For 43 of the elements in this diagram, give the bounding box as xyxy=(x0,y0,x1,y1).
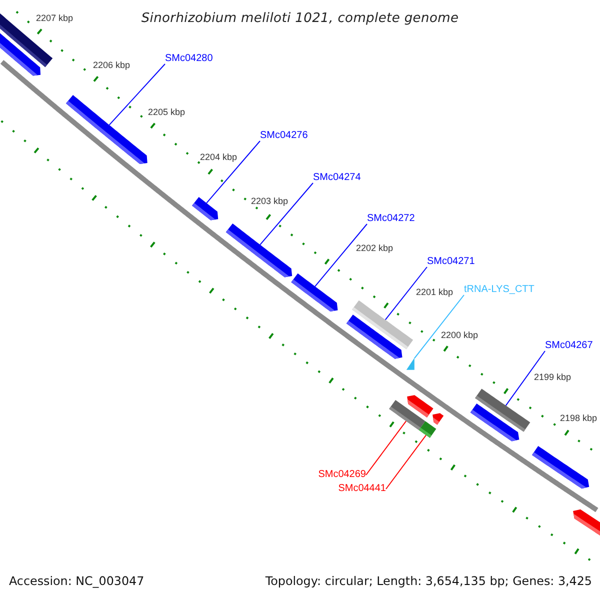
gene-block xyxy=(532,446,590,489)
leader-line xyxy=(386,434,427,490)
gene-block xyxy=(226,223,292,278)
scale-label: 2204 kbp xyxy=(200,152,238,162)
scale-label: 2203 kbp xyxy=(251,196,288,206)
gene-bar xyxy=(418,421,436,438)
gene-label: SMc04272 xyxy=(367,214,415,224)
leader-line xyxy=(206,140,260,204)
gene-label: SMc04269 xyxy=(318,470,366,480)
scale-label: 2198 kbp xyxy=(560,414,598,422)
scale-label: 2201 kbp xyxy=(416,288,454,296)
leader-line xyxy=(108,64,166,126)
leader-line xyxy=(414,294,464,359)
title: Sinorhizobium meliloti 1021, complete genome xyxy=(141,12,459,24)
gene-label: SMc04441 xyxy=(338,484,386,494)
gene-label: SMc04271 xyxy=(427,257,475,267)
gene-block xyxy=(192,197,218,220)
gene-block xyxy=(291,273,338,312)
leader-line xyxy=(260,182,314,246)
gene-label: tRNA-LYS_CTT xyxy=(464,285,534,295)
scale-label: 2207 kbp xyxy=(36,14,74,22)
leader-line xyxy=(384,266,428,320)
gene-label: SMc04280 xyxy=(165,54,213,64)
trna-marker xyxy=(406,358,414,370)
scale-label: 2206 kbp xyxy=(93,60,130,70)
gene-label: SMc04274 xyxy=(313,173,361,183)
gene-label: SMc04267 xyxy=(545,341,593,351)
scale-label: 2202 kbp xyxy=(356,244,394,252)
leader-line xyxy=(314,224,368,287)
gene-bar xyxy=(389,400,426,430)
gene-block xyxy=(66,94,148,164)
footer-text: Accession: NC_003047 xyxy=(9,576,144,588)
gene-block xyxy=(573,509,600,536)
leader-line xyxy=(366,420,407,476)
leader-line xyxy=(505,350,546,406)
gene-block xyxy=(432,413,444,425)
gene-block xyxy=(470,404,520,442)
scale-label: 2199 kbp xyxy=(534,372,572,382)
gene-block xyxy=(346,314,402,359)
gene-label: SMc04276 xyxy=(260,131,308,141)
footer-text: Topology: circular; Length: 3,654,135 bp; Genes: 3,425 xyxy=(265,576,592,588)
gene-block xyxy=(0,33,41,76)
scale-label: 2200 kbp xyxy=(441,330,478,340)
